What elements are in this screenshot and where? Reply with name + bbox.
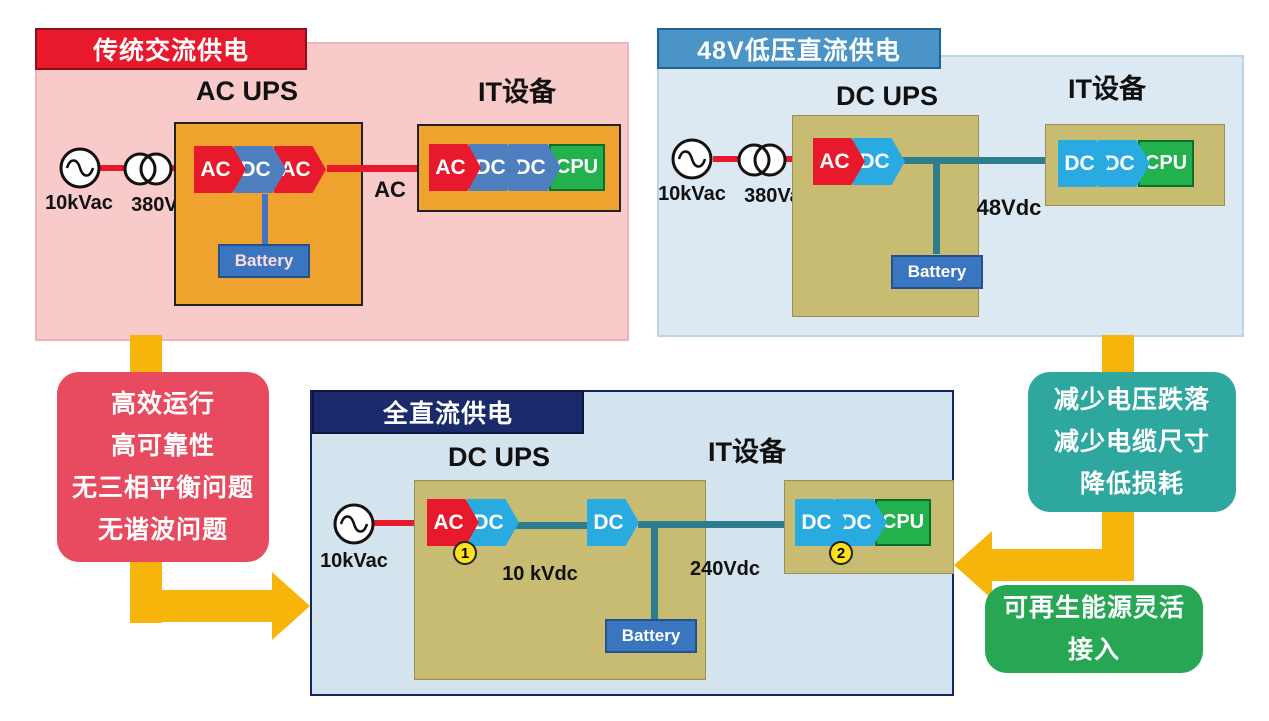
converter-row: AC DC [427, 499, 519, 546]
flow-arrow-right-horizontal [992, 549, 1134, 581]
panel-title-full-dc: 全直流供电 [312, 390, 584, 434]
battery-box: Battery [891, 255, 983, 289]
transformer-icon [737, 143, 787, 177]
ac-source-icon [59, 147, 101, 189]
battery-line [933, 159, 940, 254]
ups-unit-box: AC DC 1 DC 10 kVdc Battery [414, 480, 706, 680]
battery-line [262, 194, 268, 244]
callout-line: 降低损耗 [1079, 470, 1184, 498]
bus-line [903, 157, 1051, 164]
marker-1-badge: 1 [453, 541, 477, 565]
callout-line: 减少电缆尺寸 [1053, 428, 1210, 456]
it-title: IT设备 [478, 77, 556, 107]
it-equipment-box: DC DC CPU [1045, 124, 1225, 206]
bus-label-out: 240Vdc [689, 558, 761, 580]
flow-arrow-left-horizontal [130, 590, 274, 622]
callout-line: 接入 [1067, 636, 1120, 664]
panel-48v-dc: 48V低压直流供电 DC UPS IT设备 10kVac 380Vac AC D… [657, 28, 1244, 337]
converter-row: DC DC CPU [1058, 140, 1194, 187]
bus-line [515, 522, 591, 529]
source-voltage-label: 10kVac [320, 550, 388, 572]
battery-box: Battery [605, 619, 697, 653]
bus-label-mid: 10 kVdc [502, 563, 578, 585]
it-title: IT设备 [1068, 74, 1146, 104]
callout-line: 可再生能源灵活 [1002, 594, 1185, 622]
bus-label: 48Vdc [976, 195, 1042, 220]
converter-row: AC DC AC [194, 146, 326, 193]
ups-title: AC UPS [195, 76, 298, 106]
ac-source-icon [671, 138, 713, 180]
callout-line: 减少电压跌落 [1053, 386, 1210, 414]
converter-block-dc: DC [587, 499, 639, 546]
flow-arrow-right-head-icon [954, 531, 992, 599]
converter-row: AC DC [813, 138, 905, 185]
callout-line: 高可靠性 [110, 432, 215, 460]
callout-dc-benefits: 减少电压跌落 减少电缆尺寸 降低损耗 [1028, 372, 1236, 512]
transformer-icon [123, 152, 173, 186]
bus-line [327, 165, 423, 172]
callout-renewable: 可再生能源灵活 接入 [985, 585, 1203, 673]
panel-title-48v-dc: 48V低压直流供电 [657, 28, 941, 69]
it-equipment-box: DC DC CPU 2 [784, 480, 954, 574]
callout-line: 无谐波问题 [97, 516, 228, 544]
ups-title: DC UPS [835, 81, 938, 111]
source-voltage-label: 10kVac [45, 192, 113, 214]
panel-traditional-ac: 传统交流供电 AC UPS IT设备 10kVac 380Vac AC DC A… [35, 28, 629, 341]
converter-row: AC DC DC CPU [429, 144, 605, 191]
callout-line: 无三相平衡问题 [71, 474, 254, 502]
bus-label: AC [374, 177, 406, 202]
ups-unit-box: AC DC AC Battery [174, 122, 363, 306]
ups-unit-box: AC DC Battery [792, 115, 983, 317]
converter-row: DC [587, 499, 639, 546]
panel-title-traditional-ac: 传统交流供电 [35, 28, 307, 70]
callout-line: 高效运行 [110, 390, 215, 418]
ups-title: DC UPS [447, 442, 550, 472]
it-equipment-box: AC DC DC CPU [417, 124, 621, 212]
feed-line [372, 520, 430, 526]
source-voltage-label: 10kVac [658, 183, 726, 205]
battery-line [651, 525, 658, 621]
flow-arrow-left-head-icon [272, 572, 310, 640]
converter-block-ac: AC [813, 138, 865, 185]
converter-row: DC DC CPU [795, 499, 931, 546]
marker-2-badge: 2 [829, 541, 853, 565]
panel-full-dc: 全直流供电 DC UPS IT设备 10kVac AC DC 1 DC 10 k… [310, 390, 954, 696]
callout-ac-benefits: 高效运行 高可靠性 无三相平衡问题 无谐波问题 [57, 372, 269, 562]
ac-source-icon [333, 503, 375, 545]
bus-line [638, 521, 788, 528]
battery-box: Battery [218, 244, 310, 278]
it-title: IT设备 [708, 437, 786, 467]
